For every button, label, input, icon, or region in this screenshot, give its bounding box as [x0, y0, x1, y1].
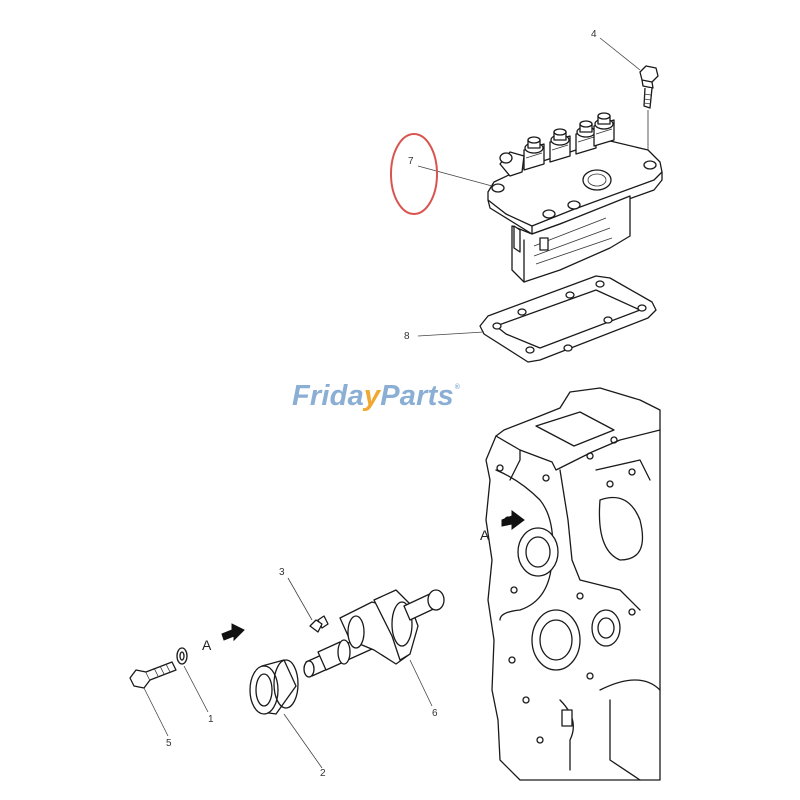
logo-registered-mark: ®: [454, 384, 461, 391]
part-3-key: [309, 619, 323, 633]
callout-5: 5: [166, 738, 172, 749]
callout-7: 7: [408, 156, 414, 167]
part-7-injection-pump: [487, 112, 663, 283]
callout-6: 6: [432, 708, 438, 719]
callout-1: 1: [208, 714, 214, 725]
leader-5: [143, 687, 169, 737]
logo-word-parts: Parts: [380, 380, 454, 412]
part-4-bolt: [639, 65, 659, 109]
view-a-arrow-icon: [221, 623, 245, 642]
leader-1: [183, 665, 209, 713]
view-marker-a-case: A: [480, 527, 490, 543]
part-5-bolt: [129, 661, 177, 689]
part-6-camshaft: [303, 589, 445, 678]
logo-word-friday: Frida: [292, 380, 364, 412]
part-1-washer: [176, 647, 188, 665]
leader-4: [599, 37, 641, 71]
callout-2: 2: [320, 768, 326, 779]
highlight-ellipse: [390, 133, 438, 215]
logo-accent-letter: y: [363, 380, 381, 412]
gear-case: [485, 387, 661, 781]
leader-3: [287, 577, 313, 621]
view-marker-a-shaft: A: [202, 637, 212, 653]
part-8-gasket: [479, 275, 657, 363]
leader-8: [417, 331, 485, 337]
part-2-oil-seal: [249, 659, 299, 715]
callout-3: 3: [279, 567, 285, 578]
leader-6: [409, 659, 433, 707]
leader-2: [283, 713, 323, 769]
leader-7: [417, 165, 493, 187]
callout-8: 8: [404, 331, 410, 342]
callout-4: 4: [591, 29, 597, 40]
